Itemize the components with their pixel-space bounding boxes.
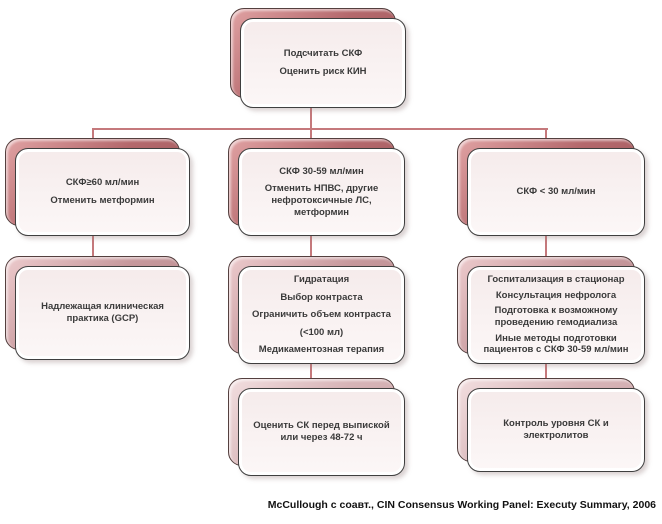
node-text-line: СКФ < 30 мл/мин bbox=[516, 186, 596, 198]
node-text-line: СКФ 30-59 мл/мин bbox=[279, 165, 364, 177]
node-hospitalization: Госпитализация в стационар Консультация … bbox=[457, 256, 645, 364]
node-text-line: Подготовка к возможному проведению гемод… bbox=[494, 305, 618, 328]
node-text-line: Оценить СК перед выпиской или через 48-7… bbox=[253, 420, 390, 443]
node-text-line: Отменить НПВС, другие нефротоксичные ЛС,… bbox=[264, 183, 379, 218]
node-text-line: Иные методы подготовки пациентов с СКФ 3… bbox=[483, 332, 629, 356]
node-text-line: Надлежащая клиническая практика (GCP) bbox=[41, 301, 164, 324]
node-text-line: Госпитализация в стационар bbox=[487, 274, 625, 286]
connector-mid-row2-row3 bbox=[310, 228, 312, 264]
node-text-line: Ограничить объем контраста bbox=[252, 309, 391, 321]
node-gfr-over-60: СКФ≥60 мл/мин Отменить метформин bbox=[5, 138, 190, 236]
node-gfr-30-59: СКФ 30-59 мл/мин Отменить НПВС, другие н… bbox=[228, 138, 405, 236]
node-assess-risk: Подсчитать СКФ Оценить риск КИН bbox=[230, 8, 406, 108]
node-text-line: (<100 мл) bbox=[299, 326, 344, 338]
source-caption: McCullough с соавт., CIN Consensus Worki… bbox=[267, 499, 656, 511]
connector-mid-row3-row4 bbox=[310, 352, 312, 386]
node-text-line: Медикаментозная терапия bbox=[258, 344, 385, 356]
node-hydration-contrast: Гидратация Выбор контраста Ограничить об… bbox=[228, 256, 405, 364]
node-card: СКФ < 30 мл/мин bbox=[467, 148, 645, 236]
connector-right-row3-row4 bbox=[545, 352, 547, 386]
node-check-scr-discharge: Оценить СК перед выпиской или через 48-7… bbox=[228, 378, 405, 476]
node-card: Госпитализация в стационар Консультация … bbox=[467, 266, 645, 364]
connector-right-row2-row3 bbox=[545, 228, 547, 264]
node-card: Подсчитать СКФ Оценить риск КИН bbox=[240, 18, 406, 108]
node-card: СКФ≥60 мл/мин Отменить метформин bbox=[15, 148, 190, 236]
node-text-line: Отменить метформин bbox=[50, 195, 155, 206]
node-text-line: Выбор контраста bbox=[280, 291, 363, 303]
node-text-line: Контроль уровня СК и электролитов bbox=[503, 418, 609, 441]
node-card: СКФ 30-59 мл/мин Отменить НПВС, другие н… bbox=[238, 148, 405, 236]
node-card: Оценить СК перед выпиской или через 48-7… bbox=[238, 388, 405, 476]
node-text-line: Гидратация bbox=[293, 274, 350, 286]
node-text-line: Оценить риск КИН bbox=[279, 66, 367, 77]
connector-left-row2-row3 bbox=[92, 228, 94, 264]
node-text-line: Подсчитать СКФ bbox=[283, 48, 363, 60]
node-card: Контроль уровня СК и электролитов bbox=[467, 388, 645, 472]
node-card: Гидратация Выбор контраста Ограничить об… bbox=[238, 266, 405, 364]
connector-branch-bar bbox=[92, 128, 548, 130]
node-card: Надлежащая клиническая практика (GCP) bbox=[15, 266, 190, 360]
connector-top-drop bbox=[310, 100, 312, 130]
node-gcp: Надлежащая клиническая практика (GCP) bbox=[5, 256, 190, 360]
node-text-line: Консультация нефролога bbox=[495, 289, 617, 301]
node-monitor-scr-electrolytes: Контроль уровня СК и электролитов bbox=[457, 378, 645, 472]
node-gfr-under-30: СКФ < 30 мл/мин bbox=[457, 138, 645, 236]
node-text-line: СКФ≥60 мл/мин bbox=[65, 177, 140, 189]
